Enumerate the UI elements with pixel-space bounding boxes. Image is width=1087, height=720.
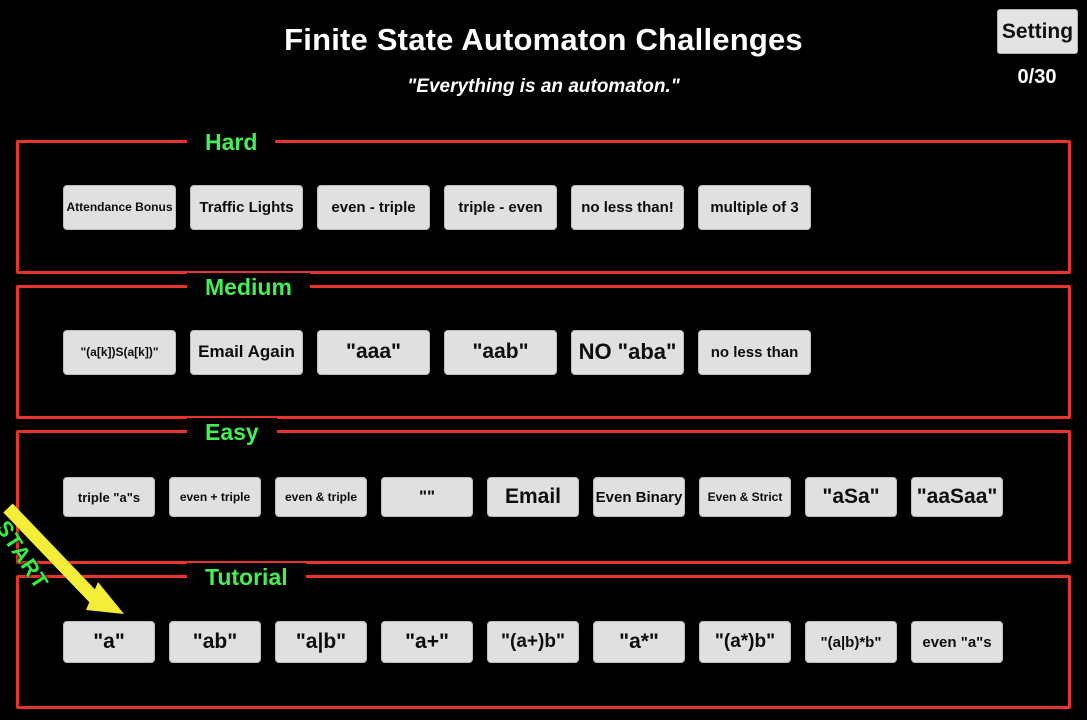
challenge-button[interactable]: Email Again — [190, 329, 303, 375]
challenge-button[interactable]: "a*" — [593, 621, 685, 663]
challenge-button[interactable]: Traffic Lights — [190, 184, 303, 230]
challenge-row-easy: triple "a"s even + triple even & triple "" E… — [19, 433, 1068, 561]
challenge-button[interactable]: Attendance Bonus — [63, 184, 176, 230]
challenge-button[interactable]: triple "a"s — [63, 477, 155, 517]
score-counter: 0/30 — [1017, 66, 1057, 88]
challenge-row-hard: Attendance Bonus Traffic Lights even - tri… — [19, 143, 1068, 271]
section-easy: Easy triple "a"s even + triple even & trip… — [16, 418, 1071, 564]
challenge-button[interactable]: NO "aba" — [571, 329, 684, 375]
challenge-button[interactable]: even & triple — [275, 477, 367, 517]
section-tutorial: Tutorial "a" "ab" "a|b" "a+" "(a+)b" "a*" "(a*… — [16, 563, 1071, 709]
section-title-easy: Easy — [187, 418, 277, 446]
section-medium: Medium "(a[k])S(a[k])" Email Again "aaa" "a… — [16, 273, 1071, 419]
challenge-button[interactable]: "aaa" — [317, 329, 430, 375]
challenge-button[interactable]: "aSa" — [805, 477, 897, 517]
challenge-button[interactable]: "aaSaa" — [911, 477, 1003, 517]
challenge-button[interactable]: no less than! — [571, 184, 684, 230]
page-title: Finite State Automaton Challenges — [284, 22, 803, 57]
challenge-button[interactable]: even + triple — [169, 477, 261, 517]
challenge-button[interactable]: "a|b" — [275, 621, 367, 663]
challenge-button[interactable]: "(a+)b" — [487, 621, 579, 663]
setting-button[interactable]: Setting — [997, 9, 1078, 54]
header: Finite State Automaton Challenges "Every… — [0, 0, 1087, 122]
challenge-button[interactable]: "a" — [63, 621, 155, 663]
challenge-button[interactable]: no less than — [698, 329, 811, 375]
challenge-button[interactable]: triple - even — [444, 184, 557, 230]
challenge-button[interactable]: "ab" — [169, 621, 261, 663]
challenge-button[interactable]: "(a|b)*b" — [805, 621, 897, 663]
challenge-button[interactable]: Even & Strict — [699, 477, 791, 517]
page-subtitle: "Everything is an automaton." — [407, 76, 680, 97]
challenge-button[interactable]: Even Binary — [593, 477, 685, 517]
challenge-button[interactable]: "" — [381, 477, 473, 517]
section-hard: Hard Attendance Bonus Traffic Lights even … — [16, 128, 1071, 274]
challenge-row-medium: "(a[k])S(a[k])" Email Again "aaa" "aab" NO "… — [19, 288, 1068, 416]
challenge-button[interactable]: "(a[k])S(a[k])" — [63, 329, 176, 375]
challenge-button[interactable]: "(a*)b" — [699, 621, 791, 663]
section-title-tutorial: Tutorial — [187, 563, 306, 591]
section-title-hard: Hard — [187, 128, 276, 156]
challenge-button[interactable]: "aab" — [444, 329, 557, 375]
challenge-button[interactable]: "a+" — [381, 621, 473, 663]
challenge-button[interactable]: Email — [487, 477, 579, 517]
challenge-row-tutorial: "a" "ab" "a|b" "a+" "(a+)b" "a*" "(a*)b" "(a|b)… — [19, 578, 1068, 706]
challenge-button[interactable]: multiple of 3 — [698, 184, 811, 230]
section-title-medium: Medium — [187, 273, 310, 301]
challenge-button[interactable]: even - triple — [317, 184, 430, 230]
challenge-button[interactable]: even "a"s — [911, 621, 1003, 663]
